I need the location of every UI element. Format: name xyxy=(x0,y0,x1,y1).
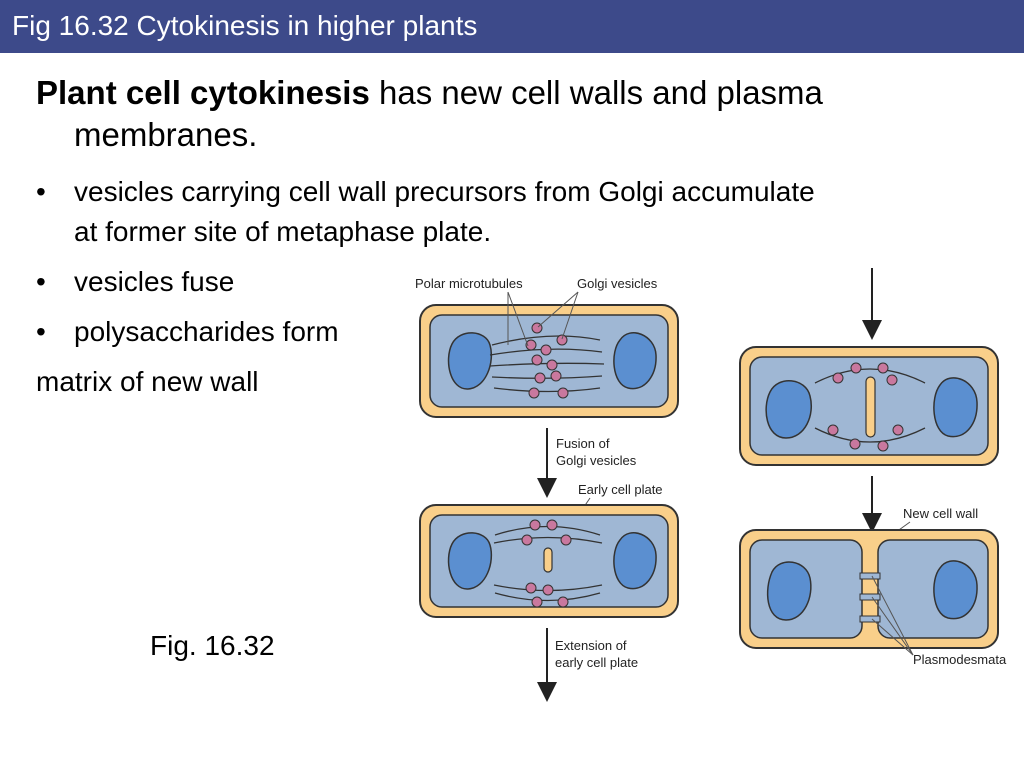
label-fusion-1: Fusion of xyxy=(556,436,610,451)
bullet-1-line2: at former site of metaphase plate. xyxy=(74,216,492,247)
golgi-vesicles xyxy=(827,362,904,452)
nucleus xyxy=(766,561,812,621)
heading-bold: Plant cell cytokinesis xyxy=(36,74,370,111)
label-plasmodesmata: Plasmodesmata xyxy=(913,652,1007,667)
plasmodesmata-channels xyxy=(859,572,881,623)
nucleus xyxy=(613,332,657,390)
cell-stage-2 xyxy=(419,504,679,618)
figure-caption: Fig. 16.32 xyxy=(150,630,275,661)
cell-stage-3 xyxy=(739,346,999,466)
bullet-3-text: polysaccharides form xyxy=(74,316,339,347)
cytokinesis-diagram: Polar microtubules Golgi vesicles Fusion… xyxy=(415,268,1007,702)
nucleus xyxy=(447,332,492,390)
label-fusion-2: Golgi vesicles xyxy=(556,453,637,468)
nucleus xyxy=(765,380,812,439)
label-early-cell-plate: Early cell plate xyxy=(578,482,663,497)
early-cell-plate xyxy=(543,547,553,573)
cell-stage-1 xyxy=(419,291,679,418)
bullet-1-line1: vesicles carrying cell wall precursors f… xyxy=(74,176,815,207)
label-polar-microtubules: Polar microtubules xyxy=(415,276,523,291)
label-golgi-vesicles: Golgi vesicles xyxy=(577,276,658,291)
nucleus xyxy=(933,377,978,438)
heading-line2: membranes. xyxy=(74,116,258,153)
bullet-symbol: • xyxy=(36,176,46,207)
heading-rest: has new cell walls and plasma xyxy=(369,74,823,111)
title-bar: Fig 16.32 Cytokinesis in higher plants xyxy=(0,0,1024,53)
cell-plate xyxy=(865,376,876,438)
golgi-vesicles xyxy=(525,322,569,399)
plain-text-line: matrix of new wall xyxy=(36,366,259,397)
label-leaders xyxy=(507,291,579,347)
nucleus xyxy=(933,560,978,620)
heading: Plant cell cytokinesis has new cell wall… xyxy=(36,72,996,156)
slide-title: Fig 16.32 Cytokinesis in higher plants xyxy=(12,10,478,41)
nucleus xyxy=(613,532,657,590)
bullet-2-text: vesicles fuse xyxy=(74,266,235,297)
leader-plasmodesmata xyxy=(871,575,914,656)
golgi-vesicles xyxy=(521,519,572,608)
label-extension-2: early cell plate xyxy=(555,655,638,670)
label-extension-1: Extension of xyxy=(555,638,627,653)
bullet-symbol: • xyxy=(36,266,46,297)
polar-microtubules xyxy=(814,368,926,443)
cell-stage-4 xyxy=(739,529,999,649)
bullet-symbol: • xyxy=(36,316,46,347)
label-new-cell-wall: New cell wall xyxy=(903,506,978,521)
nucleus xyxy=(447,532,492,590)
